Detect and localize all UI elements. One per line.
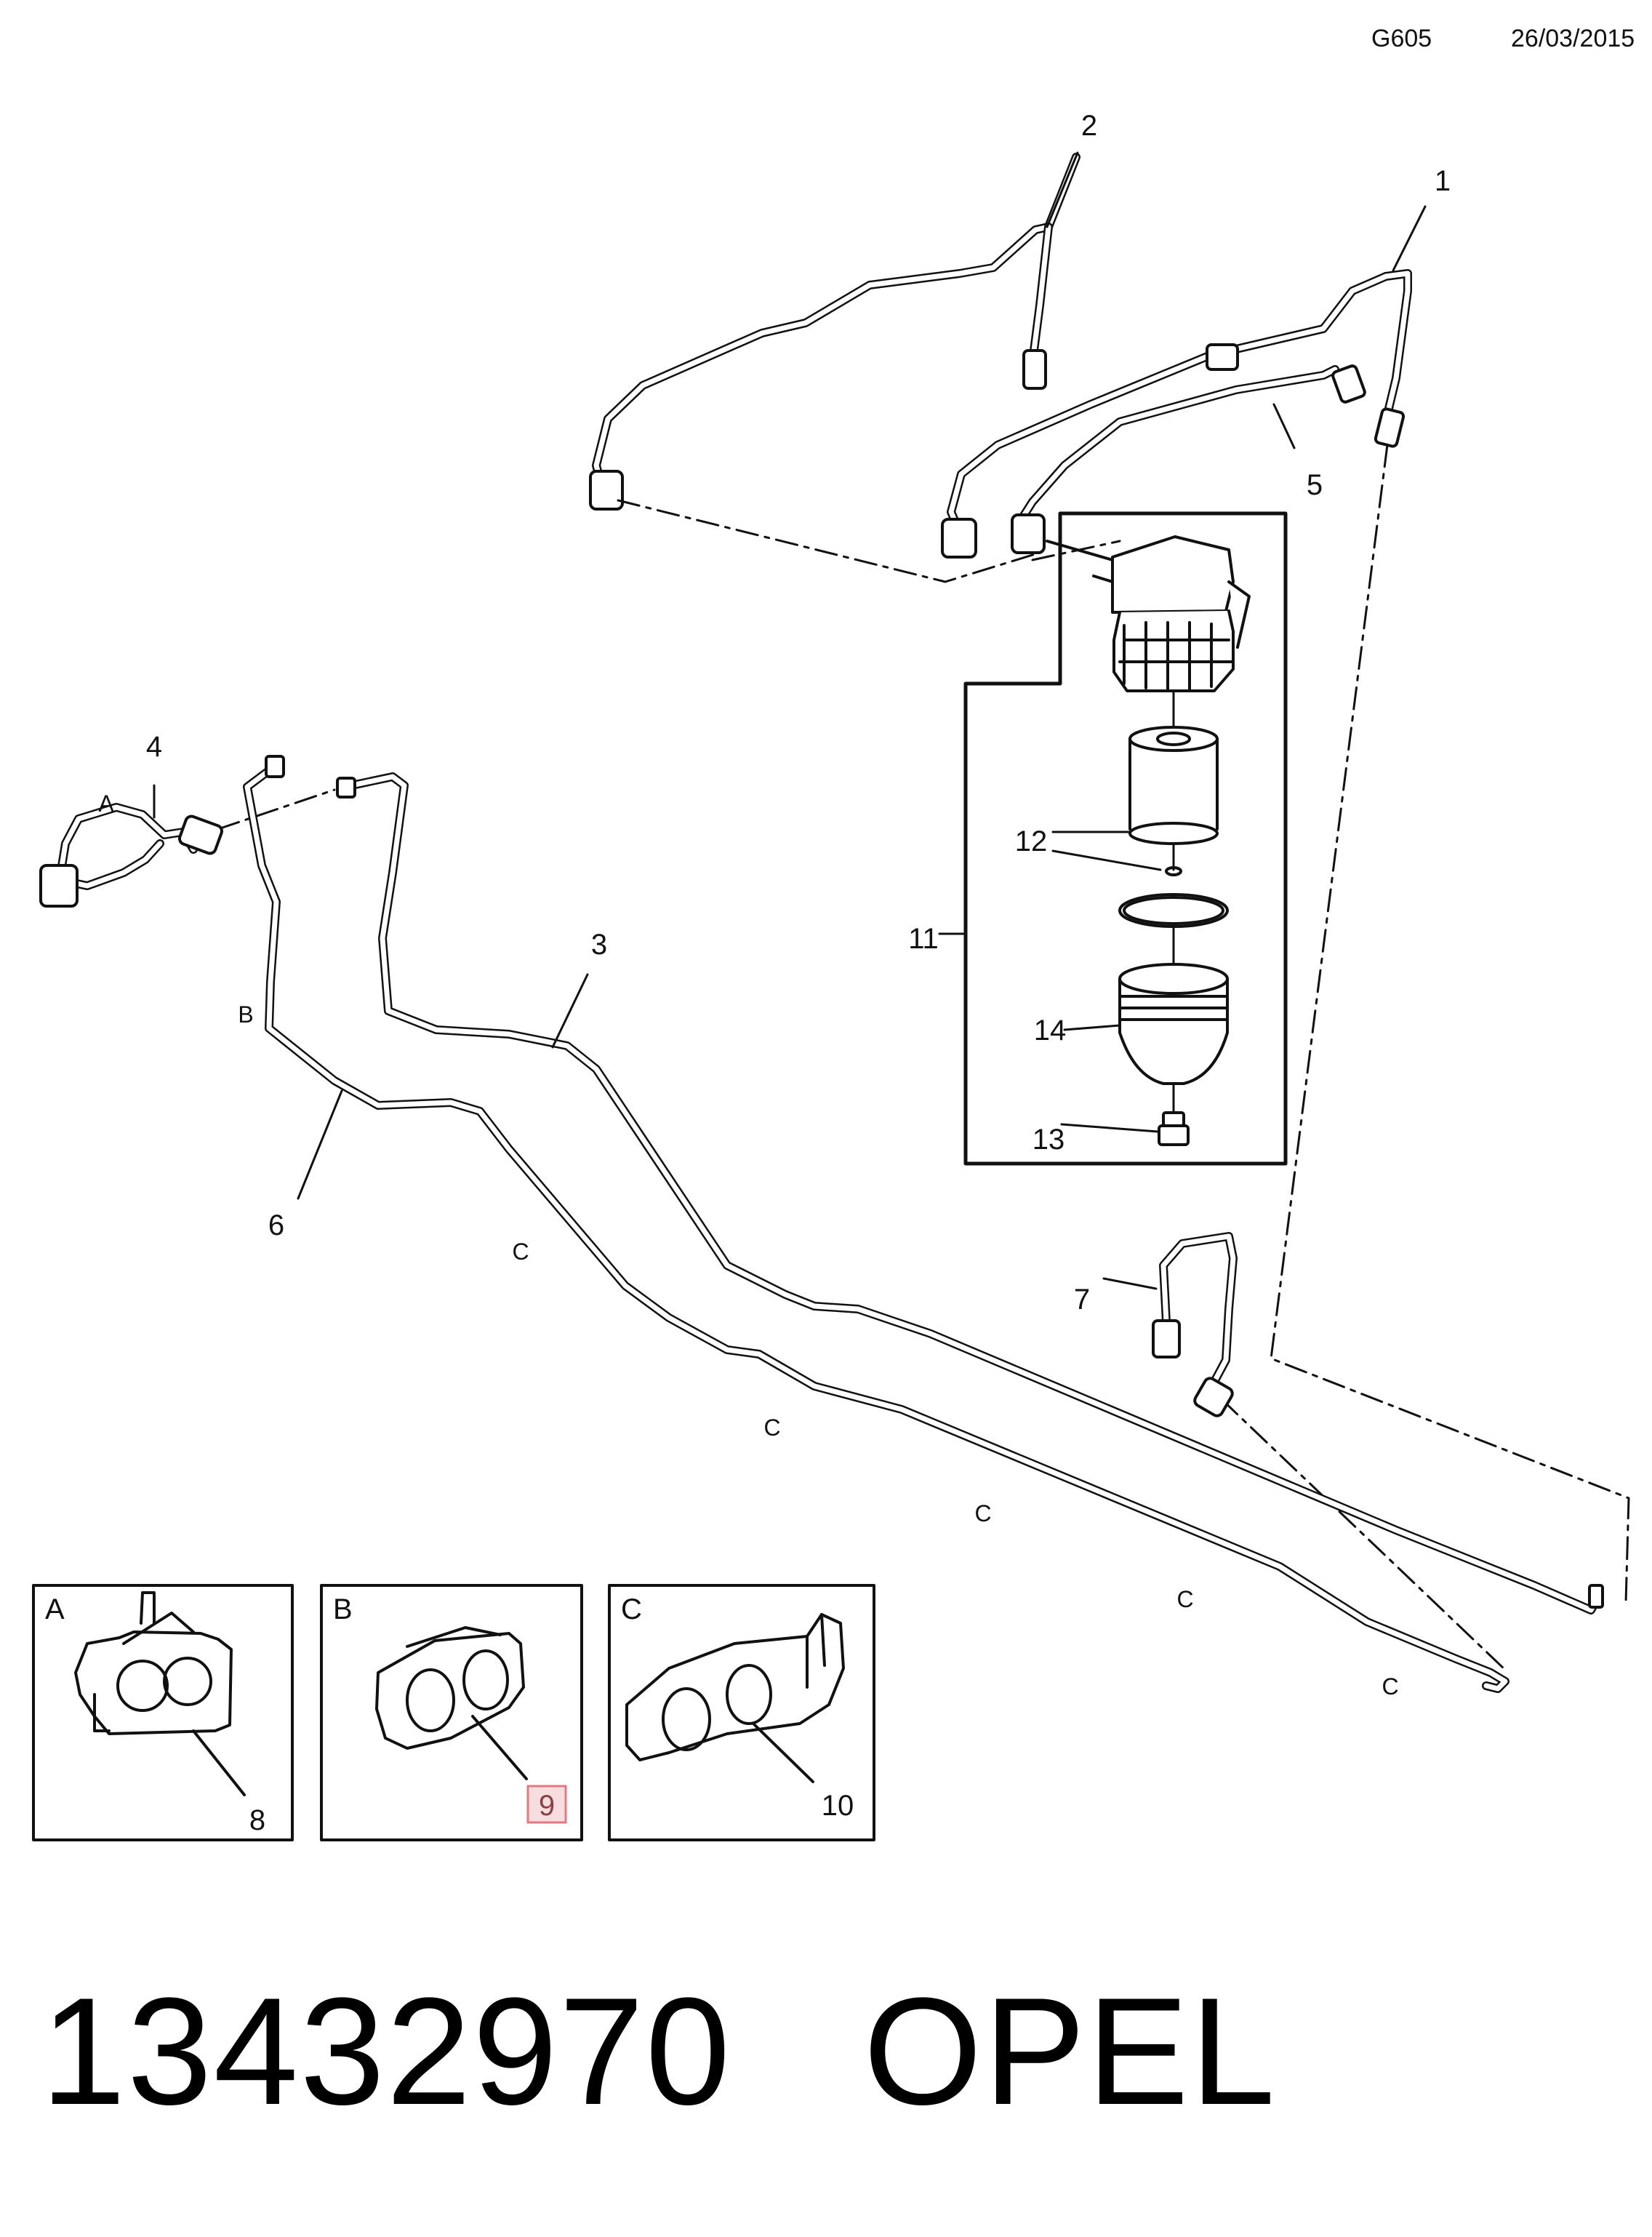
- diagram-date: 26/03/2015: [1511, 25, 1635, 52]
- pipe-2[interactable]: [592, 153, 1080, 486]
- part-number-footer: 13432970 OPEL: [41, 1964, 1277, 2140]
- diagram-code: G605: [1371, 25, 1432, 52]
- callout-12[interactable]: 12: [1015, 825, 1048, 857]
- pipe-5[interactable]: [1018, 365, 1339, 522]
- filter-housing-upper[interactable]: [1046, 535, 1251, 692]
- filter-bowl[interactable]: [1118, 963, 1229, 1085]
- filter-assembly-box: [963, 511, 1288, 1166]
- callout-6[interactable]: 6: [268, 1209, 284, 1241]
- callout-5[interactable]: 5: [1307, 469, 1323, 501]
- part-number: 13432970: [41, 1966, 732, 2137]
- callout-10[interactable]: 10: [822, 1790, 854, 1822]
- pipe-6[interactable]: [243, 761, 1509, 1693]
- pipe-2-inner: [593, 154, 1079, 484]
- clip-code-b: B: [238, 1001, 253, 1028]
- detail-box-a[interactable]: [32, 1584, 294, 1841]
- clip-code-c-3: C: [974, 1500, 991, 1526]
- pipe-3-inner: [342, 774, 1600, 1613]
- pipe-3-end-fittings: [265, 755, 1604, 1609]
- callout-2[interactable]: 2: [1081, 110, 1097, 142]
- detail-box-c-label: C: [621, 1593, 642, 1625]
- pipe-1-inner: [948, 271, 1411, 535]
- callout-3[interactable]: 3: [591, 929, 607, 961]
- callout-8[interactable]: 8: [249, 1804, 265, 1836]
- hose-4-fittings: [39, 815, 224, 908]
- pipe-5-inner: [1019, 367, 1338, 521]
- callout-9-highlight: [526, 1785, 567, 1824]
- callout-11[interactable]: 11: [908, 923, 939, 955]
- o-rings[interactable]: [1118, 866, 1229, 928]
- clip-code-c-4: C: [1176, 1586, 1193, 1612]
- pipe-3[interactable]: [340, 772, 1601, 1614]
- hose-7-fittings: [1152, 1319, 1234, 1417]
- brand-name: OPEL: [863, 1966, 1277, 2137]
- clip-code-a: A: [98, 791, 114, 817]
- hose-7-inner: [1160, 1233, 1236, 1401]
- callout-9[interactable]: 9: [539, 1790, 555, 1822]
- detail-box-a-label: A: [45, 1593, 65, 1625]
- clip-code-c-2: C: [763, 1414, 780, 1441]
- callout-4[interactable]: 4: [146, 731, 162, 763]
- hose-7[interactable]: [1159, 1232, 1238, 1402]
- filter-element[interactable]: [1128, 726, 1219, 845]
- fittings: [589, 343, 1406, 559]
- clip-code-c-5: C: [1382, 1673, 1398, 1700]
- callout-1[interactable]: 1: [1435, 165, 1451, 197]
- clip-code-c-1: C: [512, 1238, 529, 1265]
- pipe-2-branch-inner: [1031, 224, 1051, 353]
- drain-plug[interactable]: [1158, 1111, 1190, 1146]
- detail-box-b-label: B: [333, 1593, 353, 1625]
- pipe-6-inner: [244, 762, 1508, 1692]
- dashed-routes: [217, 444, 1630, 1671]
- callout-14[interactable]: 14: [1034, 1015, 1067, 1047]
- leader-lines: [153, 151, 1427, 1290]
- callout-13[interactable]: 13: [1032, 1124, 1065, 1156]
- detail-box-c[interactable]: [608, 1584, 875, 1841]
- callout-7[interactable]: 7: [1074, 1284, 1090, 1316]
